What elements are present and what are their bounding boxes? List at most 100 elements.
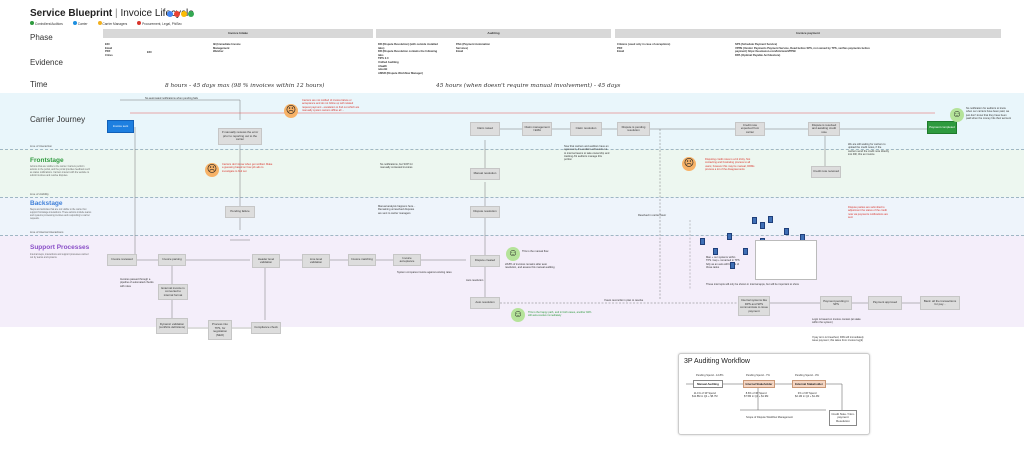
note-manual-flow: This is the manual flow — [522, 250, 549, 253]
note-manual-analysis: Manual analysis happens here... Remainin… — [378, 205, 416, 215]
workflow-internal-stakeholder[interactable]: Internal Stakeholder — [743, 380, 775, 388]
note-carriers-guessing: Carriers don't know when get notified. M… — [222, 163, 273, 173]
sad-face-icon: ☹ — [284, 104, 298, 118]
invoice-parsing-step[interactable]: Invoice parsing — [158, 254, 186, 266]
row-label-phase: Phase — [30, 33, 53, 42]
credit-note-expected-step[interactable]: Credit note expected from carrier — [735, 122, 765, 136]
note-auto-reconcile: If auto reconcilio in plan to resolve — [604, 299, 644, 302]
bank-transactions-step[interactable]: Bank: all the transactions for pay... — [920, 296, 960, 310]
dispute-pending-step[interactable]: Dispute is pending resolution — [617, 122, 650, 136]
dispute-created-step[interactable]: Dispute created — [470, 255, 500, 267]
title-sub: Invoice Lifecycle — [120, 8, 194, 19]
note-credit-notes-tricky: Disputing credit notes is a bit tricky. … — [705, 158, 755, 171]
sad-face-icon: ☹ — [682, 157, 696, 171]
brand-dots — [167, 11, 194, 17]
title-main: Service Blueprint — [30, 8, 113, 19]
workflow-final-resolution[interactable]: Credit Note / Non-payment Resolution — [829, 410, 857, 426]
line-of-interaction — [0, 149, 1024, 150]
process-into-tps-step[interactable]: Process into TPS, for negotiation (NEO) — [208, 320, 232, 340]
evidence-intake-channels: EDI Email PDF Citrus — [105, 43, 113, 57]
compliance-check-step[interactable]: Compliance check — [251, 322, 281, 334]
frontstage-description: Actions that are visible to the carrier.… — [30, 166, 91, 177]
system-stack-icon — [700, 238, 705, 245]
claim-resolution-step[interactable]: Claim resolution — [570, 122, 602, 136]
row-label-frontstage: Frontstage — [30, 157, 64, 164]
evidence-intake-edi: EDI — [147, 51, 152, 54]
note-dispute-adjustment: Dispute parties are submitted to adjustm… — [848, 206, 888, 219]
dynamic-validation-step[interactable]: Dynamic validation (conflicts definition… — [156, 318, 188, 334]
legend-item-procurement: Procurement, Legal, PhiSec — [137, 21, 182, 26]
workflow-pending-2: Pending Spend - 7% — [746, 374, 770, 377]
note-auto-resolution: Auto resolution — [466, 279, 484, 282]
dispute-resolved-step[interactable]: Dispute is resolved and awaiting credit … — [808, 122, 840, 136]
workflow-scope: Scope of Dispute Workflow Management — [746, 416, 793, 419]
system-stack-icon — [743, 248, 748, 255]
note-logic-based: Logic is based on invoice contest (at st… — [812, 318, 861, 325]
system-stack-icon — [730, 262, 735, 269]
claim-raised-step[interactable]: Claim raised — [470, 122, 500, 136]
evidence-payment-systems: SPS (Schedule Payment Service) VPPB (Ven… — [735, 43, 870, 57]
manual-review-step[interactable]: If manually reviews the error prior to r… — [218, 128, 262, 145]
row-label-backstage: Backstage — [30, 200, 63, 207]
boundary-internal-label: Line of internal interactions — [30, 230, 64, 234]
evidence-payment-channels: Citizens (used only in case of exception… — [617, 43, 671, 54]
note-happy-path: This is the happy path, and in both case… — [528, 311, 592, 318]
invoice-format-step[interactable]: External invoice is converted to interna… — [158, 284, 188, 300]
phase-invoice-payment: Invoice payment — [615, 29, 1001, 38]
invoice-reviewed-step[interactable]: Invoice reviewed — [107, 254, 137, 266]
phase-invoice-intake: Invoice Intake — [103, 29, 373, 38]
evidence-intake-systems: IB (Immediate Invoice Management Watcher — [213, 43, 241, 54]
row-label-support: Support Processes — [30, 244, 90, 251]
invoice-matching-step[interactable]: Invoice matching — [348, 254, 376, 266]
note-remaining-invoices: 2/18% of invoices remains after auto res… — [505, 263, 555, 270]
system-stack-icon — [713, 248, 718, 255]
note-interrupts: These interrupts will only be shown in i… — [706, 283, 799, 286]
workflow-stats-3: 3% of 3P Spend $2.1M in Q4 + $1.4M — [795, 392, 820, 399]
note-auditors-review: Invoices passed through a pipeline of au… — [120, 278, 154, 288]
credit-note-received-step[interactable]: Credit note received — [811, 166, 841, 178]
brand-dot-yellow — [181, 11, 187, 17]
legend-item-carrier: Carrier — [72, 21, 88, 26]
payment-approved-step[interactable]: Payment approved — [868, 296, 902, 310]
workflow-manual-auditing[interactable]: Manual Auditing — [693, 380, 723, 388]
header-validation-step[interactable]: Header level validation — [252, 254, 280, 268]
system-architecture-diagram — [755, 240, 817, 280]
blueprint-title: Service Blueprint | Invoice Lifecycle — [30, 8, 194, 19]
payment-completed-step[interactable]: Payment completed — [927, 121, 957, 134]
phase-auditing: Auditing — [376, 29, 611, 38]
boundary-visibility-label: Line of visibility — [30, 192, 49, 196]
claim-management-step[interactable]: Claim management / EMA — [522, 122, 552, 136]
system-stack-icon — [727, 233, 732, 240]
manual-resolution-step[interactable]: Manual resolution — [470, 168, 500, 180]
pending-failure-step[interactable]: Pending failure — [225, 206, 255, 218]
workflow-title: 3P Auditing Workflow — [684, 358, 750, 365]
auto-resolution-step[interactable]: Auto resolution — [470, 297, 500, 309]
happy-face-icon: ☺ — [511, 308, 525, 322]
internal-systems-step[interactable]: Internal systems like DPS and SPS commun… — [738, 296, 770, 316]
workflow-external-stakeholder[interactable]: External Stakeholder — [792, 380, 826, 388]
note-carriers-not-notified: Carriers are not notified of invoice fai… — [302, 99, 360, 112]
invoice-acceptance-step[interactable]: Invoice acceptance — [393, 254, 421, 266]
line-of-internal-interactions — [0, 235, 1024, 236]
auditing-workflow-panel — [678, 353, 870, 435]
note-no-notifications: No automated notifications when pending … — [145, 97, 198, 100]
line-validation-step[interactable]: Line level validation — [302, 254, 330, 268]
note-sub-amount: Now that carriers and auditors have an a… — [564, 145, 610, 162]
invoice-sent-step[interactable]: Invoice sent — [107, 120, 134, 133]
note-waiting-credit: We are still waiting for carriers to upl… — [848, 143, 890, 156]
time-intake: 8 hours - 45 days max (98 % invoices wit… — [165, 83, 325, 89]
payment-pending-step[interactable]: Payment pending in SPS — [820, 296, 852, 310]
row-label-time: Time — [30, 80, 48, 89]
system-stack-icon — [768, 216, 773, 223]
note-system-compares: System compares invoice against existing… — [397, 271, 452, 274]
row-label-carrier: Carrier Journey — [30, 115, 86, 124]
note-no-payment-notification: No notification for auditors to know whe… — [966, 107, 1011, 120]
legend: Controllers/Auditors Carrier Carrier Man… — [30, 21, 182, 26]
legend-item-carrier-managers: Carrier Managers — [97, 21, 127, 26]
backstage-lane — [0, 197, 1024, 235]
brand-dot-green — [188, 11, 194, 17]
happy-face-icon: ☺ — [506, 247, 520, 261]
dispute-resolution-step[interactable]: Dispute resolution — [470, 206, 500, 218]
happy-face-icon: ☺ — [950, 108, 964, 122]
